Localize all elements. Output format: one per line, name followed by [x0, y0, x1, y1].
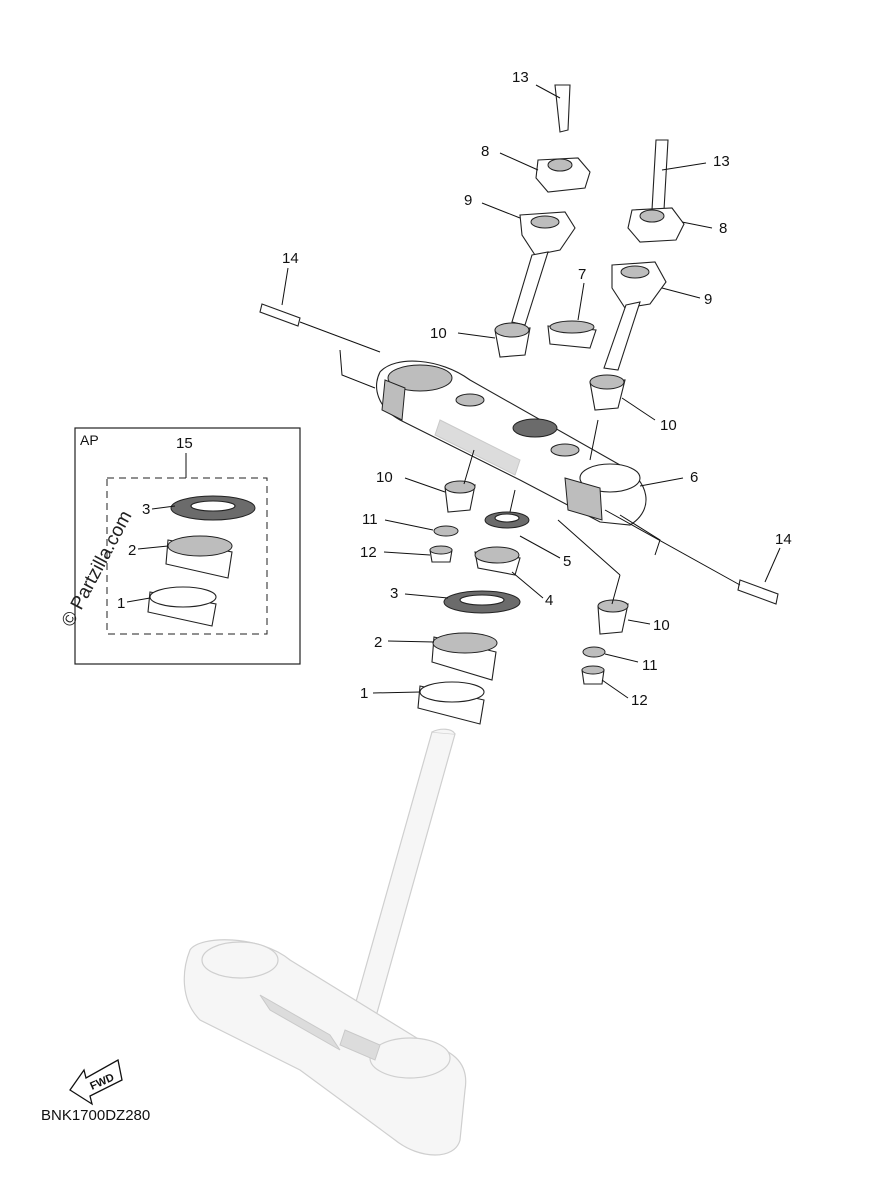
upper-bracket: [376, 360, 647, 526]
callout-3: 3: [390, 585, 398, 602]
callout-9-right: 9: [704, 291, 712, 308]
callout-6: 6: [690, 469, 698, 486]
callout-10-lower-left: 10: [376, 469, 393, 486]
callout-8-left: 8: [481, 143, 489, 160]
callout-5: 5: [563, 553, 571, 570]
pinch-bolts: [259, 303, 779, 605]
callout-8-right: 8: [719, 220, 727, 237]
callout-14-left: 14: [282, 250, 299, 267]
callout-numbers: 13 8 9 13 8 9 14 14 7 10 10 10 10 6 5 4 …: [282, 69, 792, 709]
callout-2: 2: [374, 634, 382, 651]
right-handlebar-holder: [603, 139, 685, 371]
inset-callout-3: 3: [142, 501, 150, 518]
callout-14-right: 14: [775, 531, 792, 548]
callout-13-right: 13: [713, 153, 730, 170]
callout-7: 7: [578, 266, 586, 283]
callout-10-upper-right: 10: [660, 417, 677, 434]
callout-12-left: 12: [360, 544, 377, 561]
forward-arrow-icon: FWD: [69, 1058, 123, 1106]
callout-12-right: 12: [631, 692, 648, 709]
callout-11-left: 11: [362, 511, 378, 528]
washers-and-nuts: [429, 525, 606, 685]
callout-13-left: 13: [512, 69, 529, 86]
steering-bearings: [417, 511, 530, 725]
callout-11-right: 11: [642, 657, 658, 674]
lower-bracket-steering-stem: [183, 728, 467, 1156]
callout-9-left: 9: [464, 192, 472, 209]
callout-10-upper-left: 10: [430, 325, 447, 342]
ap-inset-label: AP: [80, 432, 99, 448]
damper-bushings: [444, 320, 629, 635]
inset-callout-2: 2: [128, 542, 136, 559]
callout-15: 15: [176, 435, 193, 452]
inset-callout-1: 1: [117, 595, 125, 612]
left-handlebar-holder: [511, 84, 591, 326]
callout-4: 4: [545, 592, 553, 609]
callout-1: 1: [360, 685, 368, 702]
diagram-code: BNK1700DZ280: [41, 1107, 150, 1124]
leader-lines: [281, 84, 781, 699]
ap-inset: AP 15 3 2 1: [74, 427, 301, 665]
callout-10-lower-right: 10: [653, 617, 670, 634]
